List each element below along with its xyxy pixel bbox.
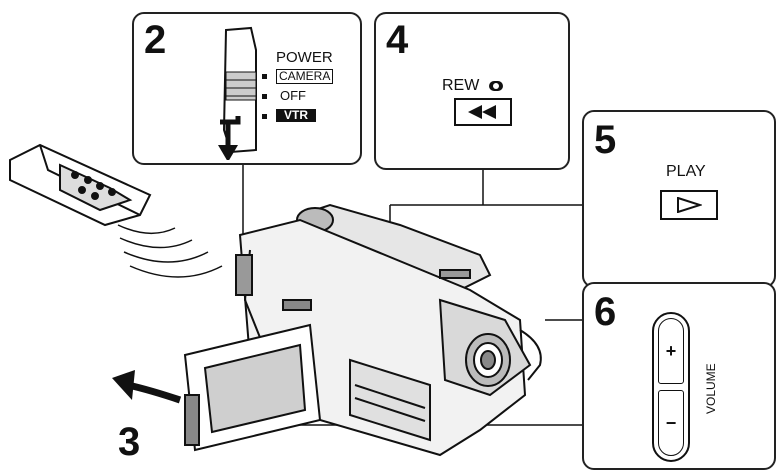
rew-label: REW [442, 78, 479, 94]
curved-arrow-icon [112, 370, 180, 400]
step4-number: 4 [386, 20, 408, 60]
volume-plus-symbol: + [666, 341, 677, 362]
vtr-bullet [262, 114, 267, 119]
volume-down-button[interactable]: − [658, 390, 684, 456]
rewind-double-left-arrow-icon [468, 105, 498, 119]
step6-panel: 6 + − VOLUME [582, 282, 776, 470]
step4-panel: 4 REW [374, 12, 570, 170]
volume-minus-symbol: − [666, 413, 677, 434]
play-triangle-icon [676, 197, 702, 213]
step6-number: 6 [594, 292, 616, 332]
volume-label: VOLUME [704, 363, 718, 414]
play-label: PLAY [666, 164, 706, 180]
step3-number: 3 [118, 422, 140, 462]
step2-number: 2 [144, 20, 166, 60]
infrared-signal-icon [118, 225, 222, 277]
power-label: POWER [276, 50, 333, 66]
off-bullet [262, 94, 267, 99]
step5-number: 5 [594, 120, 616, 160]
remote-control-icon [10, 145, 150, 225]
power-option-off[interactable]: OFF [280, 88, 306, 104]
camera-bullet [262, 74, 267, 79]
rew-tape-mark-icon [488, 80, 504, 92]
step2-panel: 2 POWER CAMERA OFF VTR [132, 12, 362, 165]
volume-rocker: + − [652, 312, 690, 462]
play-button[interactable] [660, 190, 718, 220]
camcorder-body [185, 205, 541, 455]
power-option-camera[interactable]: CAMERA [276, 69, 333, 84]
step5-panel: 5 PLAY [582, 110, 776, 288]
power-switch-icon [206, 20, 276, 160]
volume-up-button[interactable]: + [658, 318, 684, 384]
rewind-button[interactable] [454, 98, 512, 126]
power-option-vtr[interactable]: VTR [276, 109, 316, 122]
